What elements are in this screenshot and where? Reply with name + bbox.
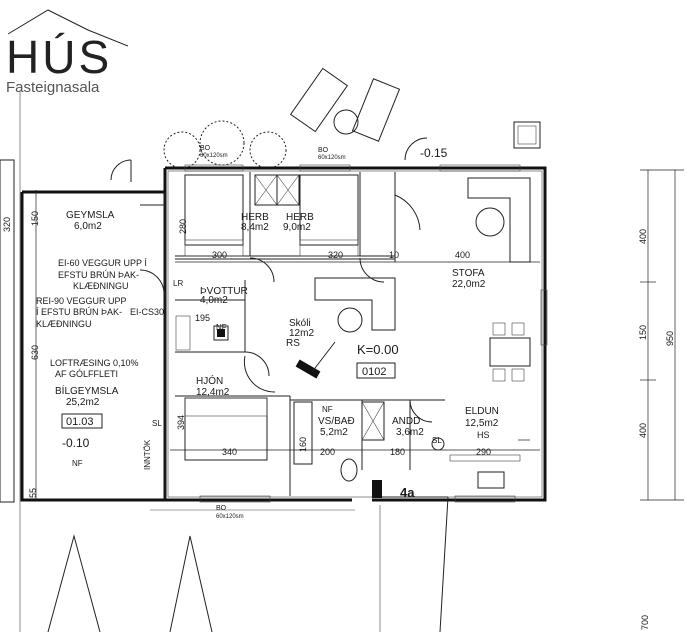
dim-290: 290	[476, 447, 491, 457]
dimension-lines	[35, 169, 684, 501]
room-labels: GEYMSLA 6,0m2 HERB 8,4m2 HERB 9,0m2 STOF…	[55, 210, 499, 450]
room-skoli-area: 12m2	[289, 328, 314, 339]
note-lr: LR	[173, 279, 183, 288]
shrubs	[163, 120, 287, 169]
room-stofa-name: STOFA	[452, 268, 485, 279]
logo-brand: HÚS	[6, 31, 112, 83]
logo-subtitle: Fasteignasala	[6, 79, 100, 96]
note-rei90-line1: REI-90 VEGGUR UPP	[36, 296, 127, 306]
note-ventilation-line1: LOFTRÆSING 0,10%	[50, 358, 139, 368]
note-bo-3: BO	[216, 505, 227, 512]
dim-320b: 320	[328, 250, 343, 260]
dim-394: 394	[176, 415, 186, 430]
note-bo-size-3: 60x120sm	[216, 514, 244, 520]
dim-300: 300	[212, 250, 227, 260]
dim-400-right: 400	[638, 229, 648, 244]
dim-400: 400	[455, 250, 470, 260]
room-bilgeymsla-code: 01.03	[66, 416, 94, 428]
dimension-labels: 150 320 630 280 300 320 10 400 195 394 3…	[2, 211, 675, 630]
note-rei90-line3: KLÆÐNINGU	[36, 319, 92, 329]
note-ei60-line2: EFSTU BRÚN ÞAK-	[58, 270, 139, 280]
note-ventilation-line2: AF GÓLFFLETI	[55, 369, 118, 379]
company-logo: HÚS Fasteignasala	[6, 9, 129, 96]
dim-400-right-2: 400	[638, 423, 648, 438]
dim-55: 55	[28, 488, 38, 498]
note-bo-1: BO	[200, 145, 211, 152]
dim-10: 10	[389, 250, 399, 260]
left-edge-structure	[0, 159, 15, 503]
garage-code-box	[61, 413, 103, 429]
room-vsbad-name: VS/BAÐ	[318, 416, 355, 427]
room-hjon-name: HJÓN	[196, 374, 223, 387]
dim-950: 950	[665, 331, 675, 346]
room-herb1-area: 8,4m2	[241, 222, 269, 233]
note-sl-2: SL	[432, 436, 442, 445]
room-eldun-name: ELDUN	[465, 406, 499, 417]
dim-150-right: 150	[638, 325, 648, 340]
note-inntok: INNTÖK	[143, 439, 152, 470]
note-nf-3: NF	[322, 405, 333, 414]
note-bo-size-2: 60x120sm	[318, 155, 346, 161]
note-floor-level: K=0.00	[357, 342, 399, 357]
logo-roof-line	[7, 9, 129, 47]
note-bo-2: BO	[318, 147, 329, 154]
living-furniture	[314, 177, 531, 489]
doors	[110, 137, 433, 423]
dim-195: 195	[195, 313, 210, 323]
room-eldun-sub: HS	[477, 430, 490, 440]
room-thvottur-area: 4,0m2	[200, 295, 228, 306]
room-herb1-name: HERB	[241, 212, 269, 223]
room-herb2-name: HERB	[286, 212, 314, 223]
dim-630: 630	[30, 345, 40, 360]
sun-lounger-2	[351, 78, 401, 142]
room-vsbad-area: 5,2m2	[320, 427, 348, 438]
room-bilgeymsla-level: -0.10	[62, 436, 90, 450]
dim-700: 700	[640, 615, 650, 630]
note-ei60-line3: KLÆÐNINGU	[73, 281, 129, 291]
note-nf-2: NF	[72, 459, 83, 468]
room-eldun-area: 12,5m2	[465, 418, 499, 429]
room-andd-name: ANDD	[392, 416, 420, 427]
dim-340: 340	[222, 447, 237, 457]
dim-150: 150	[30, 211, 40, 226]
note-unit-number: 0102	[362, 366, 386, 378]
note-outside-level: -0.15	[420, 146, 448, 160]
side-table	[333, 109, 359, 135]
beds	[184, 174, 359, 461]
dim-180: 180	[390, 447, 405, 457]
note-ei60-line1: EI-60 VEGGUR UPP Í	[58, 258, 147, 268]
room-thvottur-name: ÞVOTTUR	[200, 286, 248, 297]
sun-lounger-1	[289, 67, 349, 133]
room-hjon-area: 12,4m2	[196, 387, 230, 398]
fixtures	[175, 315, 445, 482]
dim-200: 200	[320, 447, 335, 457]
room-skoli-name: Skóli	[289, 318, 311, 329]
room-stofa-area: 22,0m2	[452, 279, 486, 290]
room-skoli-sub: RS	[286, 338, 300, 349]
room-andd-area: 3,6m2	[396, 427, 424, 438]
outdoor-unit	[513, 121, 541, 149]
note-rei90-line2: Í EFSTU BRÚN ÞAK-	[36, 307, 122, 317]
wardrobes	[254, 174, 385, 441]
unit-number-box	[356, 362, 396, 379]
note-sl-1: SL	[152, 419, 162, 428]
dim-280: 280	[178, 219, 188, 234]
room-bilgeymsla-area: 25,2m2	[66, 397, 100, 408]
plan-notes: EI-60 VEGGUR UPP Í EFSTU BRÚN ÞAK- KLÆÐN…	[36, 145, 448, 520]
entrance-step	[372, 480, 449, 632]
dim-160: 160	[298, 437, 308, 452]
windows	[184, 164, 548, 503]
dim-320: 320	[2, 217, 12, 232]
room-bilgeymsla-name: BÍLGEYMSLA	[55, 384, 119, 397]
room-geymsla-area: 6,0m2	[74, 221, 102, 232]
outdoor-paths	[47, 509, 355, 632]
note-eics30: EI-CS30	[130, 307, 164, 317]
room-geymsla-name: GEYMSLA	[66, 210, 115, 221]
note-bo-size-1: 60x120sm	[200, 153, 228, 159]
note-entrance-number: 4a	[400, 485, 415, 500]
outdoor-furniture	[289, 67, 541, 149]
room-herb2-area: 9,0m2	[283, 222, 311, 233]
note-nf-1: NF	[216, 323, 227, 332]
